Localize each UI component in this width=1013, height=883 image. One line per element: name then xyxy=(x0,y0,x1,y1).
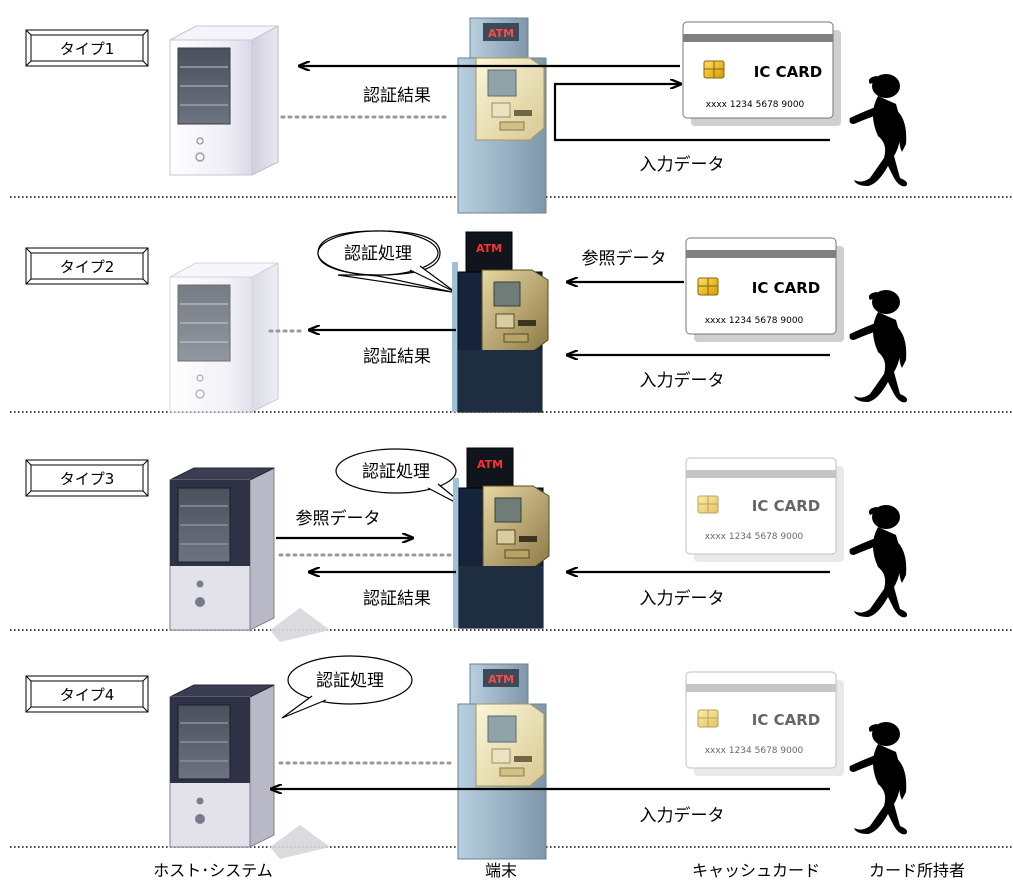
label-reference-data: 参照データ xyxy=(582,248,667,269)
atm-icon: ATM xyxy=(457,663,547,860)
atm-text: ATM xyxy=(488,27,514,40)
row-type4: タイプ4 認証処理 ATM 入力データ IC CARD xxxx 1234 56… xyxy=(25,655,908,860)
speech-bubble: 認証処理 xyxy=(281,655,413,719)
column-label-terminal: 端末 xyxy=(485,861,517,880)
row-type3: タイプ3 認証処理 ATM 参照データ 認証結果 入力データ IC CARD x… xyxy=(25,447,908,643)
row-type1: タイプ1 ATM 認証結果 入力データ IC CARD xxxx 1234 56… xyxy=(25,17,908,214)
type-label: タイプ1 xyxy=(60,40,115,58)
atm-icon: ATM xyxy=(452,447,550,629)
card-holder-icon xyxy=(849,74,908,187)
speech-bubble: 認証処理 xyxy=(335,448,471,511)
ic-card: IC CARD xxxx 1234 5678 9000 xyxy=(685,671,844,776)
type-label: タイプ2 xyxy=(60,258,115,276)
ic-card: IC CARD xxxx 1234 5678 9000 xyxy=(685,237,844,342)
bubble-text: 認証処理 xyxy=(316,671,384,691)
label-input-data: 入力データ xyxy=(640,154,725,175)
chip-icon xyxy=(697,709,719,728)
card-brand: IC CARD xyxy=(752,279,820,297)
card-brand: IC CARD xyxy=(754,63,822,81)
card-brand: IC CARD xyxy=(752,711,820,729)
label-auth-result: 認証結果 xyxy=(363,86,431,106)
type-label-box: タイプ3 xyxy=(25,459,149,497)
label-reference-data: 参照データ xyxy=(296,508,381,529)
card-brand: IC CARD xyxy=(752,497,820,515)
card-number: xxxx 1234 5678 9000 xyxy=(705,316,804,326)
host-server-icon xyxy=(169,25,279,176)
column-labels: ホスト･システム 端末 キャッシュカード カード所持者 xyxy=(153,861,965,880)
bubble-text: 認証処理 xyxy=(344,244,412,264)
host-server-icon xyxy=(169,262,279,413)
host-server-icon xyxy=(169,467,331,643)
label-input-data: 入力データ xyxy=(640,805,725,826)
label-auth-result: 認証結果 xyxy=(363,347,431,367)
card-holder-icon xyxy=(849,290,908,403)
ic-card: IC CARD xxxx 1234 5678 9000 xyxy=(682,21,841,126)
column-label-host: ホスト･システム xyxy=(153,861,273,880)
type-label-box: タイプ4 xyxy=(25,675,149,713)
atm-icon: ATM xyxy=(451,231,549,413)
ic-card: IC CARD xxxx 1234 5678 9000 xyxy=(685,457,844,562)
card-holder-icon xyxy=(849,722,908,835)
card-number: xxxx 1234 5678 9000 xyxy=(705,746,804,756)
speech-bubble: 認証処理 xyxy=(317,230,456,293)
bubble-text: 認証処理 xyxy=(362,462,430,482)
atm-icon: ATM xyxy=(457,17,547,214)
chip-icon xyxy=(697,277,719,296)
label-input-data: 入力データ xyxy=(640,370,725,391)
type-label-box: タイプ1 xyxy=(25,29,149,67)
atm-text: ATM xyxy=(488,673,514,686)
atm-text: ATM xyxy=(477,458,503,471)
arrow-input-data xyxy=(553,84,830,142)
card-number: xxxx 1234 5678 9000 xyxy=(705,532,804,542)
card-holder-icon xyxy=(849,505,908,618)
chip-icon xyxy=(703,60,725,79)
type-label: タイプ4 xyxy=(60,686,115,704)
type-label-box: タイプ2 xyxy=(25,247,149,285)
column-label-holder: カード所持者 xyxy=(869,861,965,880)
chip-icon xyxy=(697,495,719,514)
label-auth-result: 認証結果 xyxy=(363,589,431,609)
card-number: xxxx 1234 5678 9000 xyxy=(706,100,805,110)
row-type2: タイプ2 認証処理 ATM 認証結果 入力データ 参照データ IC CARD x… xyxy=(25,230,908,413)
type-label: タイプ3 xyxy=(60,470,115,488)
atm-text: ATM xyxy=(476,242,502,255)
host-server-icon xyxy=(169,684,331,860)
column-label-cashcard: キャッシュカード xyxy=(692,861,820,880)
label-input-data: 入力データ xyxy=(640,588,725,609)
